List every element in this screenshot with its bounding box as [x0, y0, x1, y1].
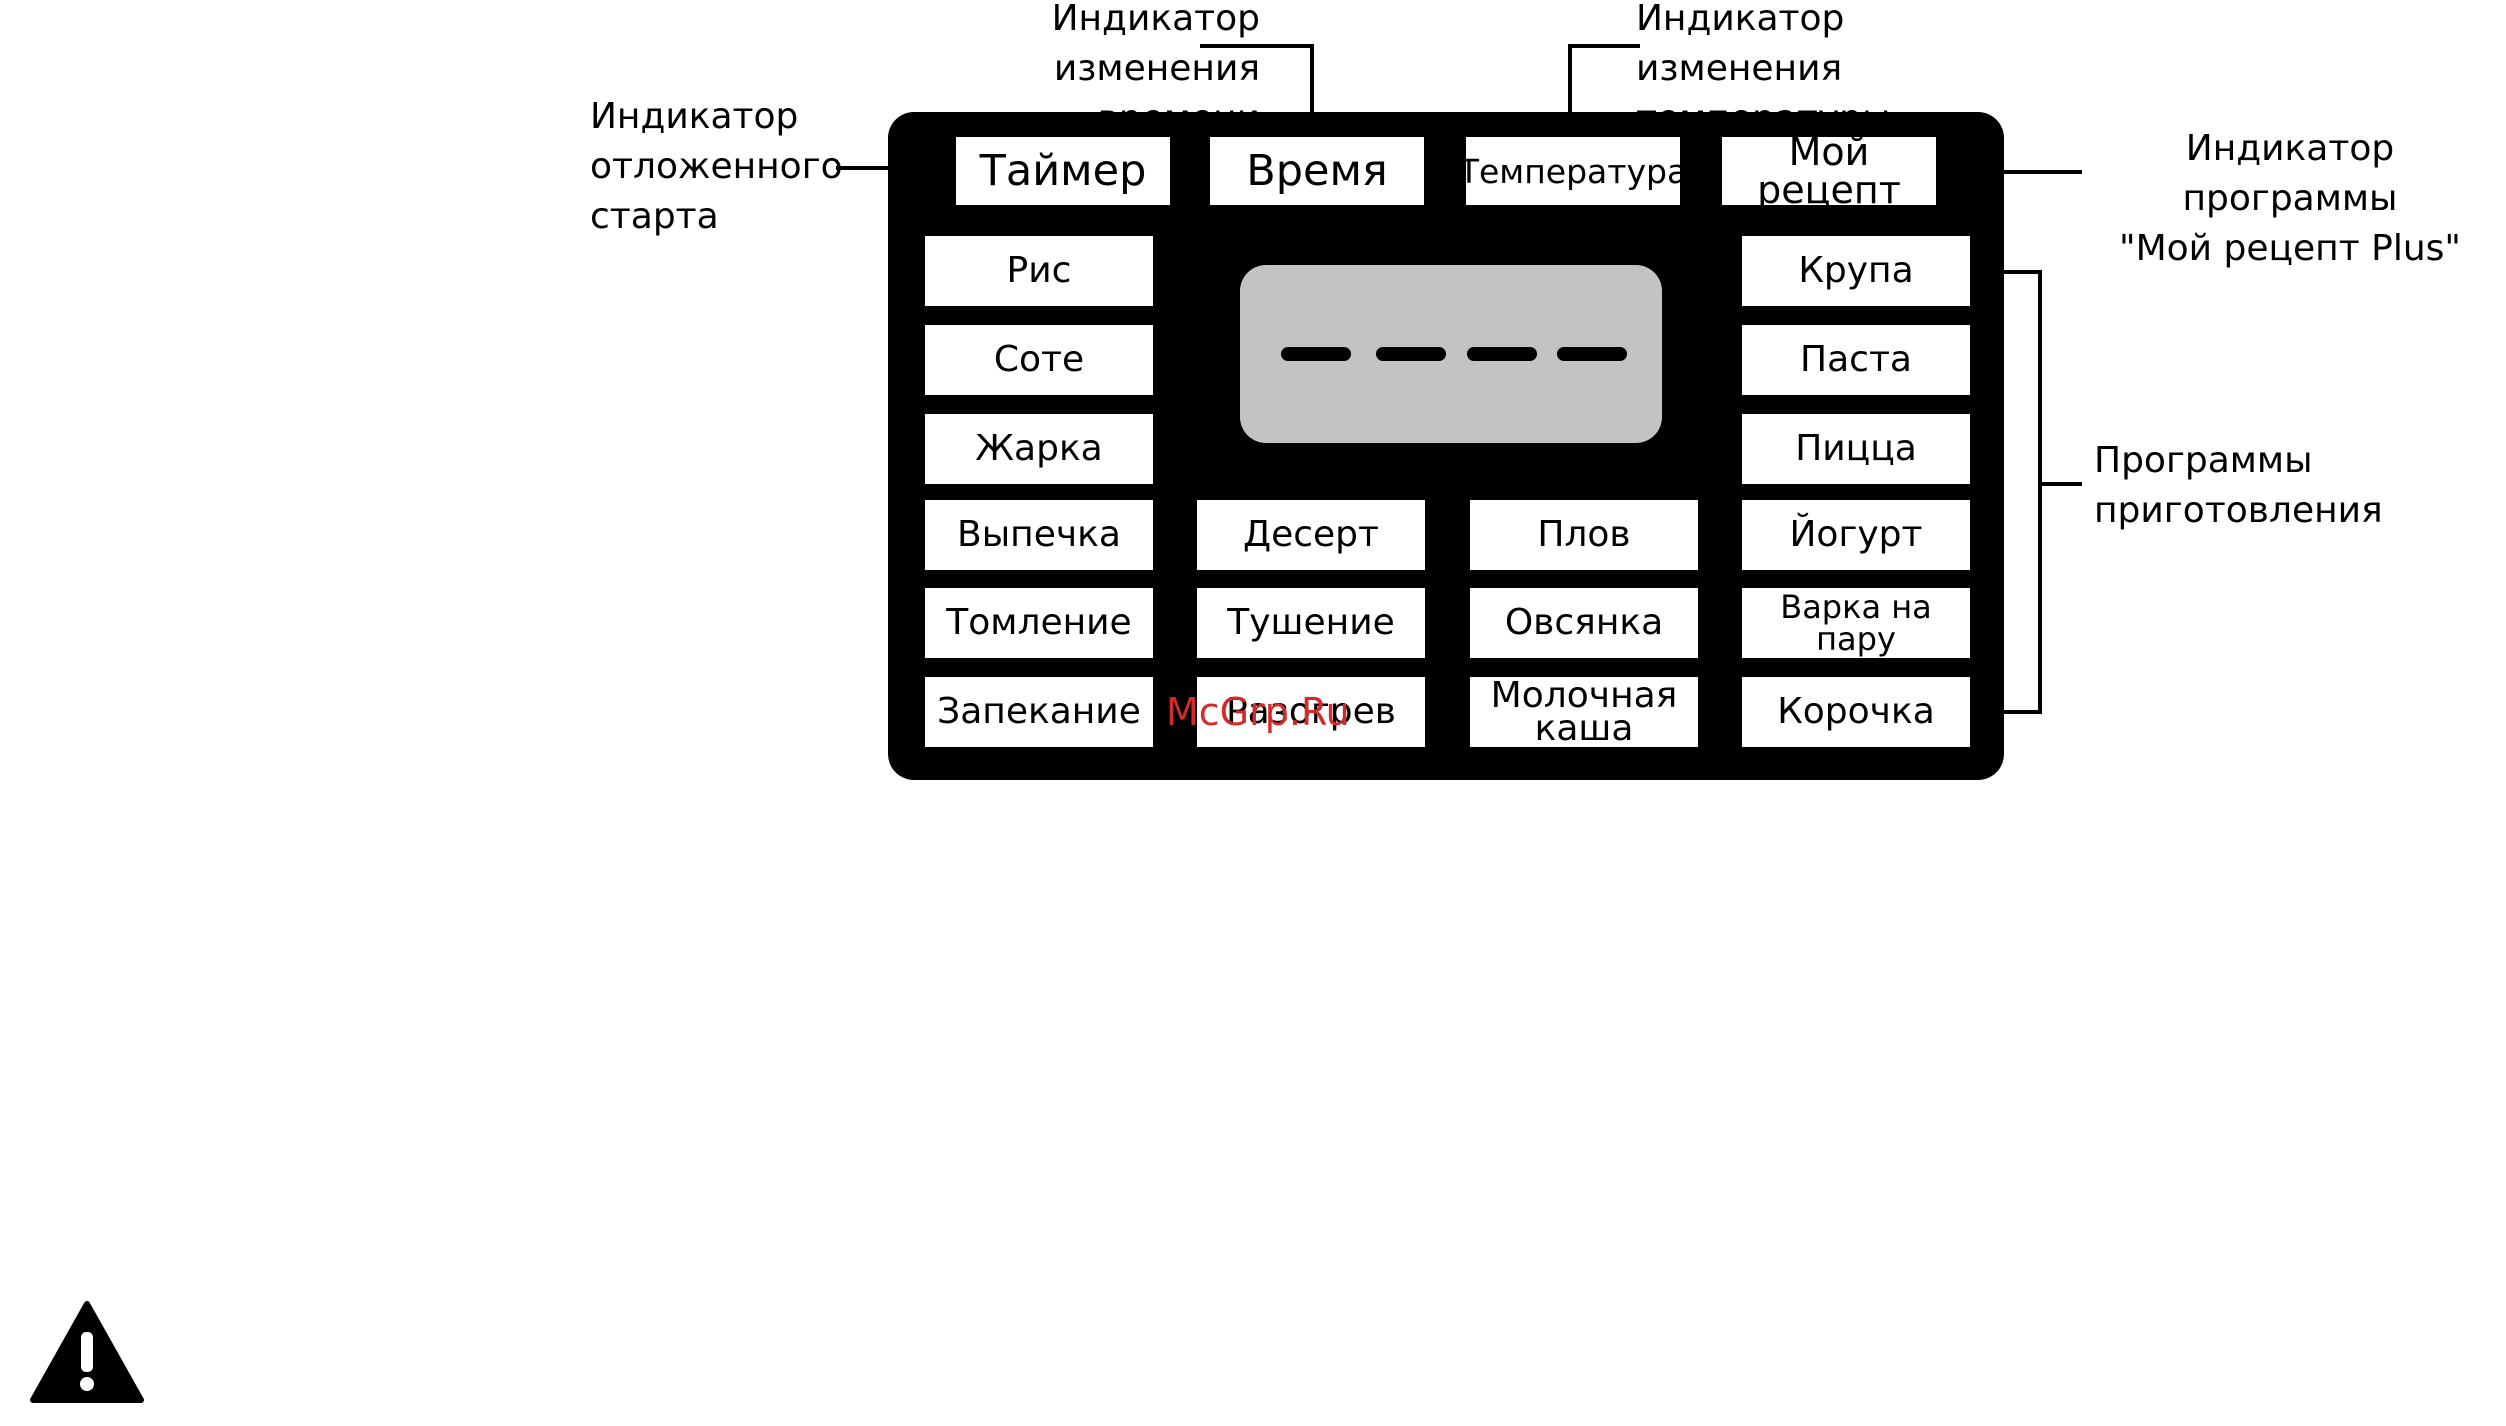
leader-time: [1200, 44, 1314, 112]
display-dash-4: [1557, 347, 1627, 361]
indicator-temperature: Температура: [1459, 137, 1687, 205]
program-button-simmering[interactable]: Томление: [925, 588, 1153, 658]
program-button-stewing[interactable]: Тушение: [1197, 588, 1425, 658]
program-button-casserole[interactable]: Запекание: [925, 677, 1153, 747]
program-button-steam[interactable]: Варка на пару: [1742, 588, 1970, 658]
callout-my-recipe-plus: Индикатор программы "Мой рецепт Plus": [2119, 128, 2461, 269]
program-button-yogurt[interactable]: Йогурт: [1742, 500, 1970, 570]
program-button-crust[interactable]: Корочка: [1742, 677, 1970, 747]
bracket-programs: [2004, 270, 2042, 714]
warning-triangle-icon: [30, 1301, 144, 1403]
indicator-timer: Таймер: [956, 137, 1170, 205]
program-button-oatmeal[interactable]: Овсянка: [1470, 588, 1698, 658]
indicator-my-recipe: Мой рецепт: [1722, 133, 1936, 209]
program-button-milk-porridge[interactable]: Молочная каша: [1470, 677, 1698, 747]
program-button-pizza[interactable]: Пицца: [1742, 414, 1970, 484]
callout-delayed-start: Индикатор отложенного старта: [590, 96, 843, 237]
display-dash-3: [1467, 347, 1537, 361]
program-button-saute[interactable]: Соте: [925, 325, 1153, 395]
program-button-reheat[interactable]: Разогрев: [1197, 677, 1425, 747]
indicator-time: Время: [1210, 137, 1424, 205]
program-button-baking[interactable]: Выпечка: [925, 500, 1153, 570]
program-button-pilaf[interactable]: Плов: [1470, 500, 1698, 570]
program-button-pasta[interactable]: Паста: [1742, 325, 1970, 395]
program-button-frying[interactable]: Жарка: [925, 414, 1153, 484]
callout-cooking-programs: Программы приготовления: [2094, 440, 2383, 531]
display-dash-1: [1281, 347, 1351, 361]
display-dash-2: [1376, 347, 1446, 361]
leader-temperature: [1568, 44, 1640, 112]
watermark: McGrp.Ru: [1166, 690, 1350, 734]
program-button-dessert[interactable]: Десерт: [1197, 500, 1425, 570]
program-button-grains[interactable]: Крупа: [1742, 236, 1970, 306]
program-button-rice[interactable]: Рис: [925, 236, 1153, 306]
